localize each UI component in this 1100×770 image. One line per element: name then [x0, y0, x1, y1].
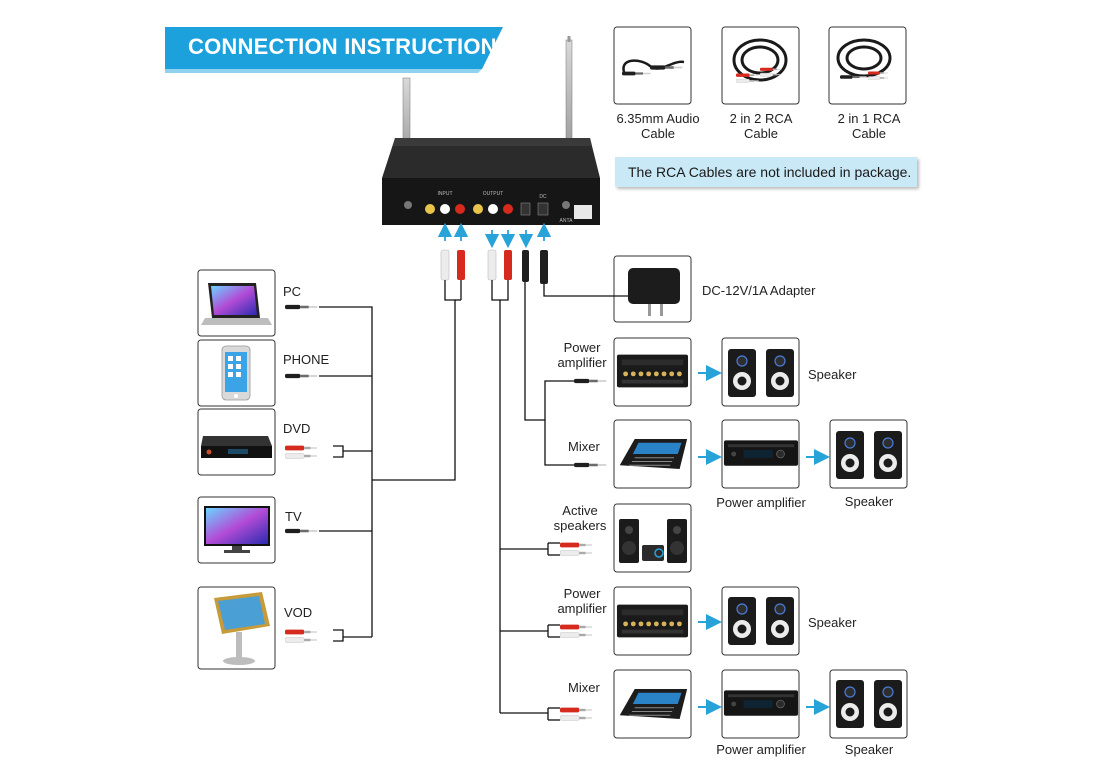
source-label-phone: PHONE	[283, 352, 330, 367]
panel-input-label: INPUT	[438, 191, 453, 197]
mixer1-jack	[574, 462, 607, 468]
panel-antenna-label: ANTA	[560, 218, 574, 224]
active-speakers-icon	[619, 519, 687, 563]
amp1-jack	[574, 378, 607, 384]
cable-label-rca-2in1: 2 in 1 RCA Cable	[837, 111, 901, 141]
cable-box-rca-2in2	[721, 26, 800, 105]
wireless-receiver: INPUT OUTPUT DC ANTA	[382, 36, 600, 225]
wires	[319, 280, 628, 721]
tv-icon	[204, 506, 270, 553]
cable-box-audio	[613, 26, 692, 105]
dc-port	[537, 202, 549, 216]
label-speaker-2: Speaker	[844, 494, 894, 509]
banner-shape	[165, 27, 503, 69]
power-adapter	[613, 255, 692, 323]
cable-label-rca-2in2: 2 in 2 RCA Cable	[729, 111, 793, 141]
line-out-port	[520, 202, 531, 216]
dvd-player-icon	[201, 436, 272, 458]
label-power-amplifier-receiver-2: Power amplifier	[716, 742, 806, 757]
source-label-dvd: DVD	[283, 421, 311, 436]
label-active-speakers: Active speakers	[553, 503, 607, 533]
pc-jack	[285, 304, 318, 310]
flow-arrows	[698, 365, 830, 715]
adapter-label: DC-12V/1A Adapter	[702, 283, 816, 298]
label-power-amplifier-2: Power amplifier	[557, 586, 607, 616]
output-boxes	[613, 337, 908, 739]
phone-icon	[221, 345, 251, 401]
cable-note: The RCA Cables are not included in packa…	[615, 157, 917, 187]
vod-rca	[285, 629, 318, 643]
receiver-amp-icon	[723, 439, 799, 467]
power-amplifier-icon	[616, 354, 689, 388]
page-title: CONNECTION INSTRUCTION	[188, 34, 497, 59]
source-label-tv: TV	[285, 509, 302, 524]
signal-arrows	[437, 222, 552, 249]
receiver-amp-icon	[723, 689, 799, 717]
source-label-vod: VOD	[284, 605, 313, 620]
amp2-rca	[560, 624, 593, 638]
laptop-icon	[201, 283, 272, 325]
label-speaker-1: Speaker	[808, 367, 857, 382]
dvd-rca	[285, 445, 318, 459]
input-ports	[425, 204, 465, 214]
label-speaker-4: Speaker	[844, 742, 894, 757]
mixer2-rca	[560, 707, 593, 721]
phone-jack	[285, 373, 318, 379]
receiver-plugs	[440, 249, 548, 284]
cable-label-audio: 6.35mm Audio Cable	[616, 111, 700, 141]
power-amplifier-icon	[616, 604, 689, 638]
label-mixer-1: Mixer	[568, 439, 600, 454]
vod-kiosk-icon	[214, 592, 270, 665]
tv-jack	[285, 528, 318, 534]
active-rca	[560, 542, 593, 556]
label-power-amplifier-1: Power amplifier	[557, 340, 607, 370]
label-speaker-3: Speaker	[808, 615, 857, 630]
label-mixer-2: Mixer	[568, 680, 600, 695]
source-label-pc: PC	[283, 284, 302, 299]
panel-output-label: OUTPUT	[483, 191, 504, 197]
panel-dc-label: DC	[539, 194, 547, 200]
label-power-amplifier-receiver-1: Power amplifier	[716, 495, 806, 510]
output-ports	[473, 204, 513, 214]
cable-box-rca-2in1	[828, 26, 907, 105]
banner-accent	[165, 69, 482, 73]
cable-note-text: The RCA Cables are not included in packa…	[628, 164, 912, 180]
